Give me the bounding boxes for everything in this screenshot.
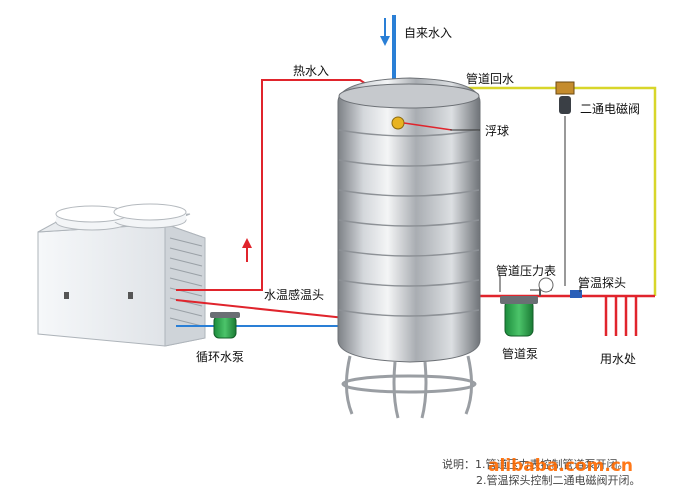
float-ball-icon [391,116,405,130]
heat-pump-unit [37,203,206,347]
label-pipe-temp-probe: 管温探头 [578,276,627,290]
flow-arrow-up-icon [242,238,252,262]
pipeline-pump-icon [500,296,538,337]
watermark: alibaba.com.cn [488,456,633,476]
outlet-pipe [470,294,655,336]
flow-arrow-down-icon [380,18,390,46]
note-line-1: 说明：1.管道压力表控制管道泵开闭。 [442,458,629,471]
circulation-pump-icon [210,312,240,339]
return-pipe [452,86,657,296]
label-pipe-pump: 管道泵 [502,347,539,361]
solenoid-valve-icon [555,81,575,114]
pipe-temp-probe-icon [570,290,582,298]
label-water-outlet: 用水处 [600,352,637,366]
label-pipe-return: 管道回水 [466,72,515,86]
label-two-way-valve: 二通电磁阀 [580,102,641,116]
label-tap-water-in: 自来水入 [404,26,453,40]
note-line-2: 2.管温探头控制二通电磁阀开闭。 [476,474,641,487]
label-circulation-pump: 循环水泵 [196,350,245,364]
label-hot-water-in: 热水入 [293,64,330,78]
label-leader-lines [450,129,581,292]
pressure-gauge-icon [538,277,554,296]
label-float-ball: 浮球 [485,124,510,138]
water-tank [337,77,481,419]
label-water-temp-probe: 水温感温头 [264,288,325,302]
label-pipe-pressure-gauge: 管道压力表 [496,264,557,278]
